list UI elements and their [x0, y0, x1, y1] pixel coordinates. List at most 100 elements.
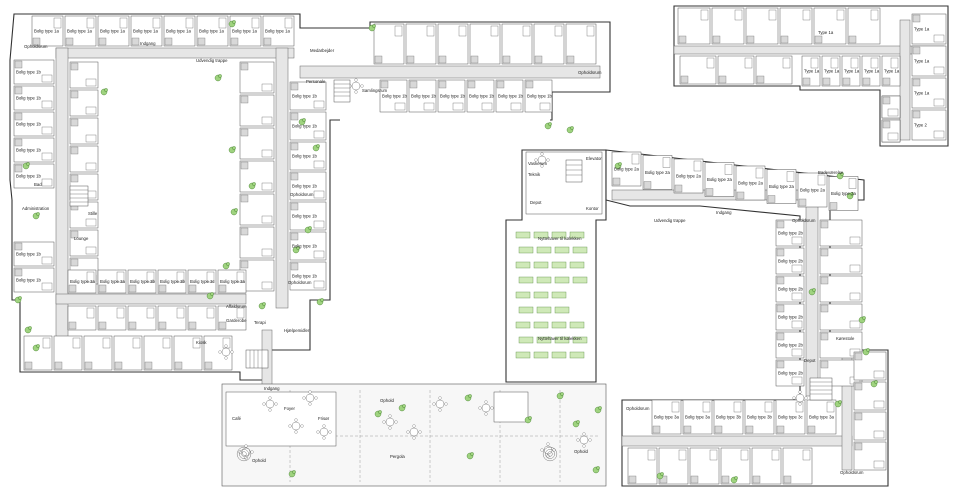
- label-ophold-terr-1: Ophold: [380, 398, 394, 403]
- dwelling-unit: [69, 229, 99, 257]
- dwelling-unit: [565, 23, 597, 65]
- dwelling-label: Bolig type 1a: [34, 29, 59, 34]
- dwelling-unit: [405, 23, 437, 65]
- label-depot: Depot: [530, 200, 542, 205]
- dwelling-label: Bolig type 1b: [16, 96, 41, 101]
- garden-bed: [533, 321, 549, 329]
- dwelling-unit: [289, 261, 327, 291]
- label-frisoer: Frisør: [318, 416, 330, 421]
- label-indgang-1: Indgang: [140, 41, 156, 46]
- label-nyttehave-2: Nyttehaver til kølekken: [538, 336, 582, 341]
- tree-symbol: [22, 162, 30, 170]
- dwelling-unit: [775, 247, 805, 275]
- dwelling-unit: [469, 23, 501, 65]
- dwelling-label: Bolig type 1a: [100, 29, 125, 34]
- label-elevator: Elevator: [586, 156, 602, 161]
- label-samlingsrum: Samlingsrum: [362, 88, 387, 93]
- dwelling-unit: [97, 15, 130, 47]
- dwelling-unit: [775, 275, 805, 303]
- label-opholdsrum-2: Opholdsrum: [578, 70, 602, 75]
- dwelling-unit: [775, 399, 806, 435]
- dwelling-unit: [97, 269, 127, 294]
- dwelling-unit: [627, 447, 658, 485]
- dwelling-label: Bolig type 3b: [160, 279, 185, 284]
- inner-east-corridor: [275, 47, 289, 309]
- stair-core-west: [69, 185, 89, 207]
- garden-bed: [533, 291, 549, 299]
- dwelling-unit: [239, 94, 275, 127]
- dwelling-unit: [289, 171, 327, 201]
- dwelling-unit: [67, 305, 97, 331]
- dwelling-label: Bolig type 3a: [220, 279, 245, 284]
- tree-symbol: [862, 348, 870, 356]
- dwelling-unit: [143, 335, 173, 371]
- tree-symbol: [32, 344, 40, 352]
- label-opholdsrum-3: Opholdsrum: [290, 192, 314, 197]
- tree-symbol: [398, 404, 406, 412]
- dwelling-unit: [262, 15, 295, 47]
- label-opholdsrum-4: Opholdsrum: [288, 280, 312, 285]
- label-opholdsrum-7: Opholdsrum: [840, 470, 864, 475]
- dwelling-unit: [13, 267, 55, 293]
- dwelling-unit: [847, 7, 881, 45]
- garden-bed: [536, 276, 552, 284]
- tree-symbol: [100, 88, 108, 96]
- dwelling-label: Bolig type 3b: [747, 415, 772, 420]
- dwelling-label: Type 1a: [864, 69, 880, 74]
- dwelling-label: Type 1a: [884, 69, 900, 74]
- dwelling-unit: [819, 219, 863, 247]
- garden-bed: [533, 351, 549, 359]
- dwelling-unit: [704, 162, 735, 197]
- dwelling-unit: [679, 55, 717, 85]
- dwelling-unit: [713, 399, 744, 435]
- stair-core-south: [245, 349, 269, 369]
- tree-symbol: [298, 118, 306, 126]
- dwelling-label: Type 1a: [914, 27, 930, 32]
- label-opholdsrum-6: Opholdsrum: [626, 406, 650, 411]
- dwelling-label: Bolig type 3a: [654, 415, 679, 420]
- dwelling-unit: [801, 55, 821, 87]
- dwelling-unit: [495, 79, 524, 113]
- garden-bed: [551, 231, 567, 239]
- dwelling-unit: [64, 15, 97, 47]
- dwelling-unit: [289, 111, 327, 141]
- tree-symbol: [24, 326, 32, 334]
- tree-symbol: [14, 296, 22, 304]
- tree-symbol: [566, 126, 574, 134]
- dwelling-label: Type 1a: [804, 69, 820, 74]
- dwelling-unit: [69, 145, 99, 173]
- garden-bed: [569, 351, 585, 359]
- tree-symbol: [206, 292, 214, 300]
- garden-bed: [536, 306, 552, 314]
- tree-symbol: [834, 400, 842, 408]
- dwelling-unit: [173, 335, 203, 371]
- dwelling-label: Bolig type 1b: [440, 94, 465, 99]
- garden-bed: [554, 336, 570, 344]
- dwelling-label: Bolig type 3b: [716, 415, 741, 420]
- garden-bed: [572, 276, 588, 284]
- garden-bed: [515, 261, 531, 269]
- dwelling-unit: [853, 381, 887, 411]
- dwelling-label: Bolig type 2b: [778, 259, 803, 264]
- annex-vertical-corridor: [899, 19, 911, 141]
- garden-bed: [554, 246, 570, 254]
- tree-symbol: [466, 452, 474, 460]
- dwelling-unit: [911, 77, 947, 109]
- tree-symbol: [846, 192, 854, 200]
- label-personale: Personale: [306, 79, 326, 84]
- dwelling-label: Bolig type 1b: [16, 174, 41, 179]
- dwelling-unit: [157, 305, 187, 331]
- label-indgang-2: Indgang: [264, 386, 280, 391]
- dwelling-unit: [187, 269, 217, 294]
- label-cafe: Café: [232, 416, 242, 421]
- round-table: [432, 396, 448, 412]
- dwelling-unit: [289, 141, 327, 171]
- dwelling-unit: [819, 275, 863, 303]
- dwelling-unit: [711, 7, 745, 45]
- east-south-corridor: [621, 435, 853, 447]
- dwelling-unit: [797, 172, 828, 208]
- dwelling-unit: [642, 155, 673, 190]
- dwelling-unit: [437, 23, 469, 65]
